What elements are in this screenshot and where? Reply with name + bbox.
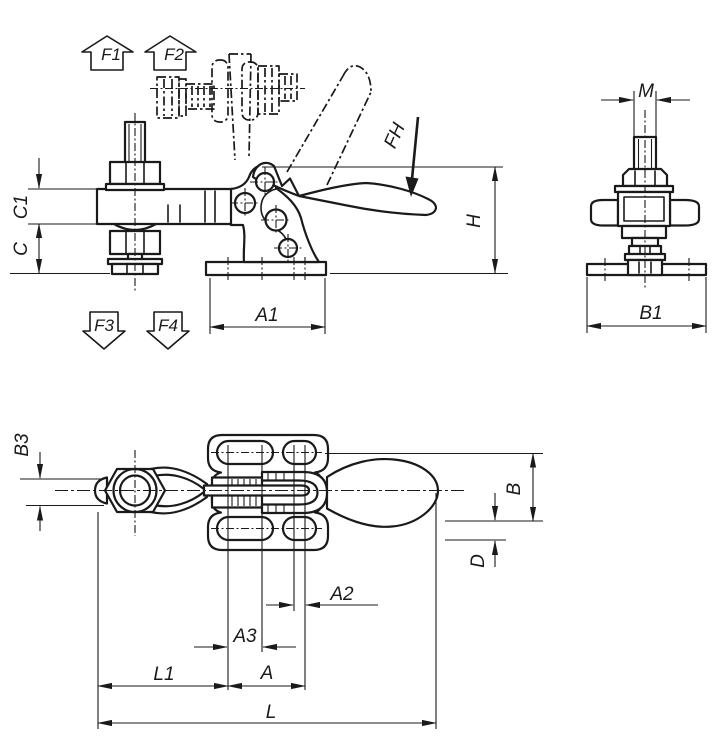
label-a: A bbox=[260, 663, 274, 684]
dimension-c1-c: C1 C bbox=[10, 158, 110, 275]
fork-arms bbox=[149, 466, 209, 515]
label-f1: F1 bbox=[101, 45, 121, 64]
front-view: M B1 bbox=[585, 81, 708, 333]
fork-wing-left bbox=[589, 198, 620, 227]
clamp-handle bbox=[251, 161, 438, 217]
label-l1: L1 bbox=[153, 664, 174, 685]
label-a1: A1 bbox=[254, 305, 278, 326]
fork-wing-right bbox=[668, 198, 701, 227]
pivot-rivets bbox=[230, 167, 302, 262]
label-d: D bbox=[468, 554, 489, 568]
force-arrow-f4 bbox=[146, 311, 190, 350]
base-hole-marks bbox=[227, 257, 306, 281]
label-b1: B1 bbox=[639, 303, 662, 324]
dimension-h: H bbox=[262, 166, 508, 275]
label-b3: B3 bbox=[12, 433, 33, 457]
lower-nut-front bbox=[620, 224, 668, 240]
label-f4: F4 bbox=[158, 316, 178, 335]
label-a3: A3 bbox=[232, 626, 257, 647]
label-b: B bbox=[504, 482, 525, 495]
dimension-l1-a: L1 A bbox=[97, 663, 306, 690]
top-view: B3 B D A2 bbox=[12, 433, 543, 729]
label-c: C bbox=[11, 242, 32, 256]
side-view: F1 F2 F3 F4 bbox=[10, 35, 508, 350]
label-fh: FH bbox=[380, 120, 410, 152]
label-c1: C1 bbox=[11, 195, 32, 219]
clamping-spindle bbox=[104, 113, 166, 291]
label-m: M bbox=[638, 81, 654, 102]
dimension-b1: B1 bbox=[586, 277, 707, 333]
dimension-a3: A3 bbox=[194, 626, 296, 651]
extension-lines bbox=[97, 445, 437, 729]
mounting-slots bbox=[211, 439, 322, 542]
label-l: L bbox=[266, 702, 277, 723]
dimension-b-d: B D bbox=[325, 452, 543, 568]
phantom-handle-open bbox=[286, 64, 372, 186]
dimension-l: L bbox=[97, 702, 437, 727]
clamp-arm bbox=[95, 187, 252, 226]
handle-top-view bbox=[325, 457, 440, 528]
label-h: H bbox=[464, 214, 485, 228]
force-arrow-f3 bbox=[82, 311, 126, 350]
force-arrow-f2 bbox=[144, 35, 197, 71]
force-arrow-fh bbox=[405, 116, 420, 197]
dimension-b3: B3 bbox=[12, 433, 104, 531]
label-a2: A2 bbox=[329, 584, 354, 605]
dimension-a2: A2 bbox=[266, 584, 378, 609]
label-f3: F3 bbox=[94, 316, 114, 335]
dimension-a1: A1 bbox=[209, 278, 326, 334]
phantom-spindle-assembly bbox=[150, 53, 305, 161]
force-arrow-f1 bbox=[81, 35, 134, 71]
label-f2: F2 bbox=[164, 45, 184, 64]
base-plate-side bbox=[204, 260, 328, 277]
dimension-m: M bbox=[601, 81, 690, 138]
